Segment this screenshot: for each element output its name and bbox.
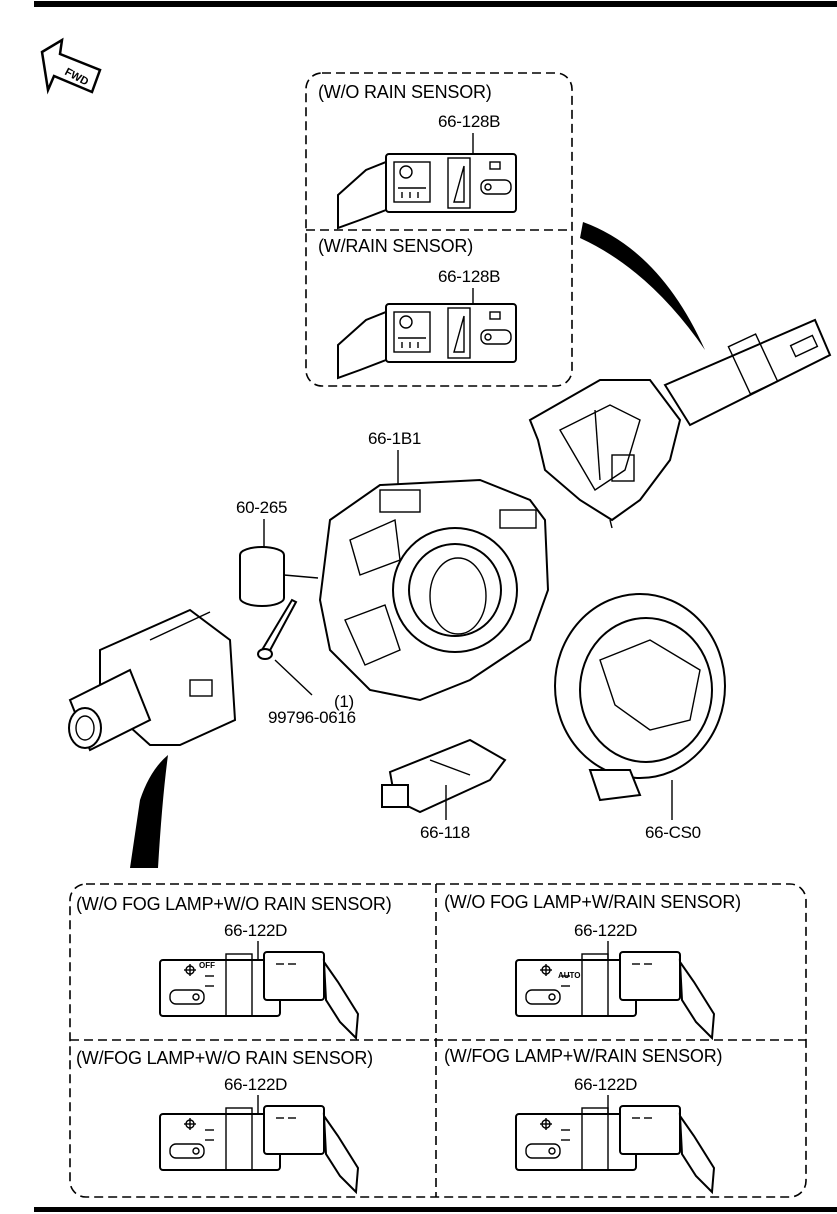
light-panel-1-part-number: 66-122D bbox=[224, 921, 287, 940]
top-rule bbox=[34, 1, 837, 7]
clock-spring-label: 66-CS0 bbox=[645, 823, 701, 842]
wiper-variants-box: (W/O RAIN SENSOR) 66-128B (W/RAIN SENSOR… bbox=[305, 72, 573, 387]
wiper-part-number-1: 66-128B bbox=[438, 112, 500, 131]
light-panel-4-header: (W/FOG LAMP+W/RAIN SENSOR) bbox=[444, 1046, 722, 1066]
wiper-box-top-header: (W/O RAIN SENSOR) bbox=[318, 82, 492, 102]
connector-label: 66-118 bbox=[420, 823, 470, 842]
light-panel-3-part-number: 66-122D bbox=[224, 1075, 287, 1094]
light-panel-3-header: (W/FOG LAMP+W/O RAIN SENSOR) bbox=[76, 1048, 373, 1068]
light-panel-2-part-number: 66-122D bbox=[574, 921, 637, 940]
combination-body-label: 66-1B1 bbox=[368, 429, 421, 448]
wiper-pointer-arrow bbox=[580, 222, 705, 350]
light-lever-assembly bbox=[68, 608, 237, 752]
wiper-box-bottom-header: (W/RAIN SENSOR) bbox=[318, 236, 473, 256]
light-panel-2-header: (W/O FOG LAMP+W/RAIN SENSOR) bbox=[444, 892, 741, 912]
screw-qty-label: (1) bbox=[334, 692, 354, 711]
light-panel-1-header: (W/O FOG LAMP+W/O RAIN SENSOR) bbox=[76, 894, 392, 914]
clock-spring: 66-CS0 bbox=[554, 593, 726, 842]
steering-column-cover: 60-265 bbox=[236, 498, 319, 607]
switch-off-mark: OFF bbox=[199, 961, 215, 970]
light-panel-1: (W/O FOG LAMP+W/O RAIN SENSOR) 66-122D bbox=[76, 894, 392, 1039]
bottom-rule bbox=[34, 1207, 837, 1212]
light-panel-4: (W/FOG LAMP+W/RAIN SENSOR) 66-122D bbox=[444, 1046, 723, 1193]
light-pointer-arrow bbox=[130, 755, 168, 868]
cover-label: 60-265 bbox=[236, 498, 287, 517]
wiper-part-number-2: 66-128B bbox=[438, 267, 500, 286]
connector-switch: 66-118 bbox=[381, 738, 507, 842]
combination-switch-body: 66-1B1 bbox=[318, 429, 550, 702]
light-panel-4-part-number: 66-122D bbox=[574, 1075, 637, 1094]
light-panel-3: (W/FOG LAMP+W/O RAIN SENSOR) 66-122D bbox=[76, 1048, 373, 1193]
light-panel-2: (W/O FOG LAMP+W/RAIN SENSOR) 66-122D bbox=[444, 892, 741, 1039]
mounting-screw: (1) 99796-0616 bbox=[257, 598, 356, 727]
light-switch-variants-box bbox=[69, 883, 807, 1198]
switch-auto-mark: AUTO bbox=[558, 971, 581, 980]
screw-label: 99796-0616 bbox=[268, 708, 356, 727]
wiper-lever-assembly bbox=[528, 318, 832, 529]
forward-arrow-icon: FWD bbox=[40, 37, 102, 95]
